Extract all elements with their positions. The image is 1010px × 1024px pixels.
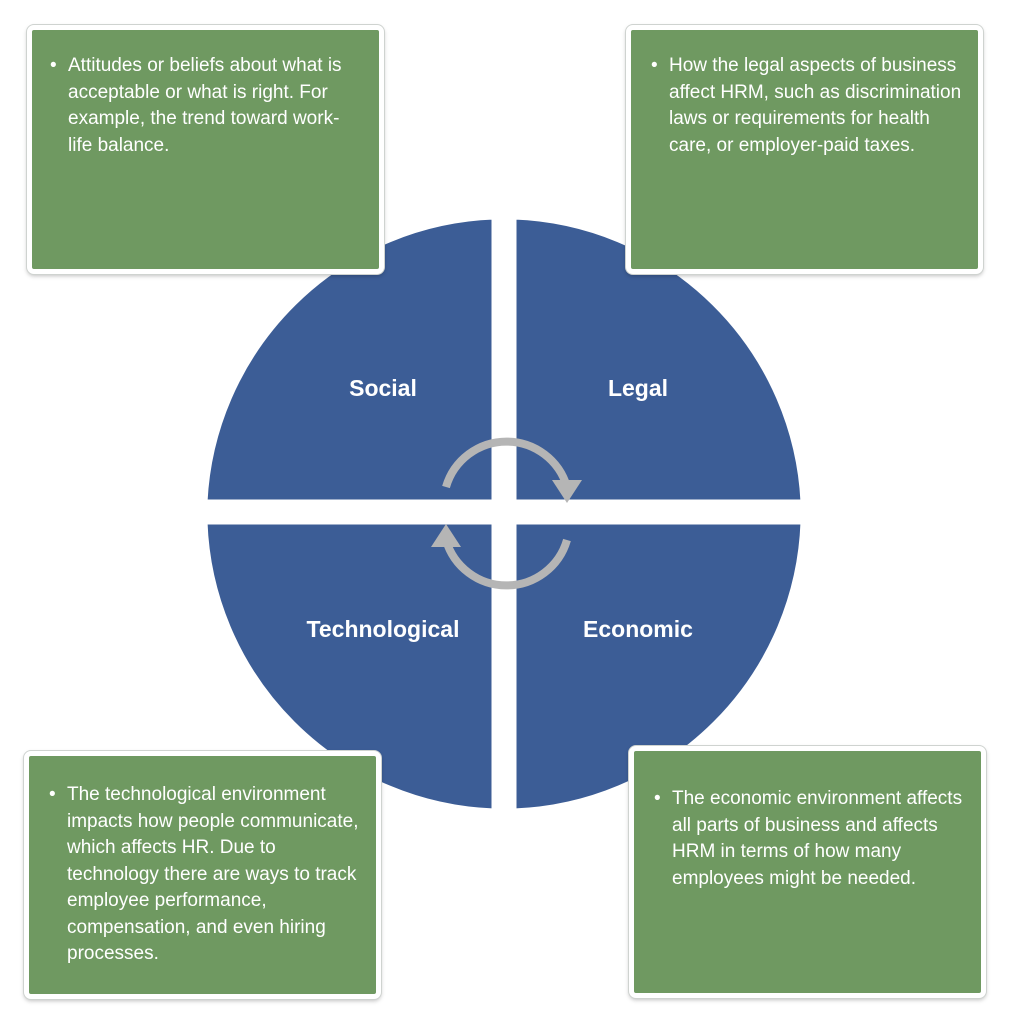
- quadrant-social: [202, 214, 497, 505]
- cycle-arrowhead-top: [552, 480, 582, 503]
- quadrant-legal: [511, 214, 806, 505]
- cycle-arrow-bottom: [442, 538, 571, 590]
- social-description-text: Attitudes or beliefs about what is accep…: [68, 55, 342, 156]
- social-description-item: • Attitudes or beliefs about what is acc…: [50, 53, 363, 159]
- economic-description-box: • The economic environment affects all p…: [629, 746, 986, 998]
- technological-description-text: The technological environment impacts ho…: [67, 784, 359, 964]
- technological-description-item: • The technological environment impacts …: [49, 782, 362, 968]
- label-legal: Legal: [608, 375, 668, 401]
- quadrant-technological: [202, 519, 497, 814]
- cycle-arrow-top: [442, 437, 571, 489]
- legal-description-item: • How the legal aspects of business affe…: [651, 53, 964, 159]
- label-technological: Technological: [307, 616, 460, 642]
- bullet-icon: •: [50, 55, 57, 76]
- technological-description-box: • The technological environment impacts …: [24, 751, 381, 999]
- economic-description-item: • The economic environment affects all p…: [654, 786, 963, 892]
- bullet-icon: •: [654, 788, 661, 809]
- quadrants: [202, 214, 806, 814]
- legal-description-box: • How the legal aspects of business affe…: [626, 25, 983, 274]
- cycle-arrowhead-bottom: [431, 524, 461, 547]
- label-economic: Economic: [583, 616, 693, 642]
- quadrant-economic: [511, 519, 806, 814]
- legal-description-text: How the legal aspects of business affect…: [669, 55, 962, 156]
- cycle-arrows-icon: [431, 437, 582, 590]
- label-social: Social: [349, 375, 417, 401]
- social-description-box: • Attitudes or beliefs about what is acc…: [27, 25, 384, 274]
- bullet-icon: •: [49, 784, 56, 805]
- bullet-icon: •: [651, 55, 658, 76]
- economic-description-text: The economic environment affects all par…: [672, 788, 963, 889]
